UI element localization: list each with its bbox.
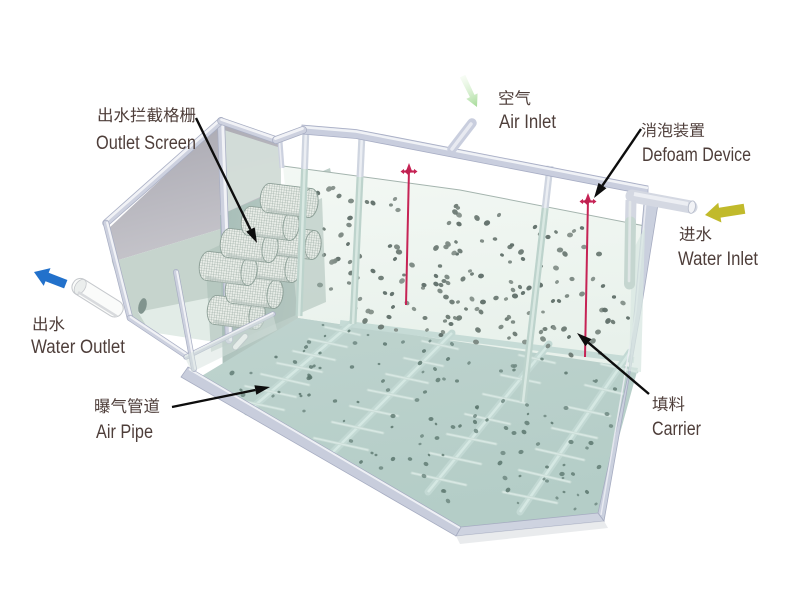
svg-text:Water Inlet: Water Inlet (678, 249, 759, 270)
svg-text:Air Inlet: Air Inlet (499, 112, 557, 133)
svg-text:Carrier: Carrier (652, 419, 702, 440)
svg-text:Defoam Device: Defoam Device (642, 145, 751, 166)
svg-text:Water Outlet: Water Outlet (31, 337, 126, 358)
svg-text:Air Pipe: Air Pipe (96, 422, 153, 443)
svg-text:Outlet Screen: Outlet Screen (96, 133, 196, 154)
